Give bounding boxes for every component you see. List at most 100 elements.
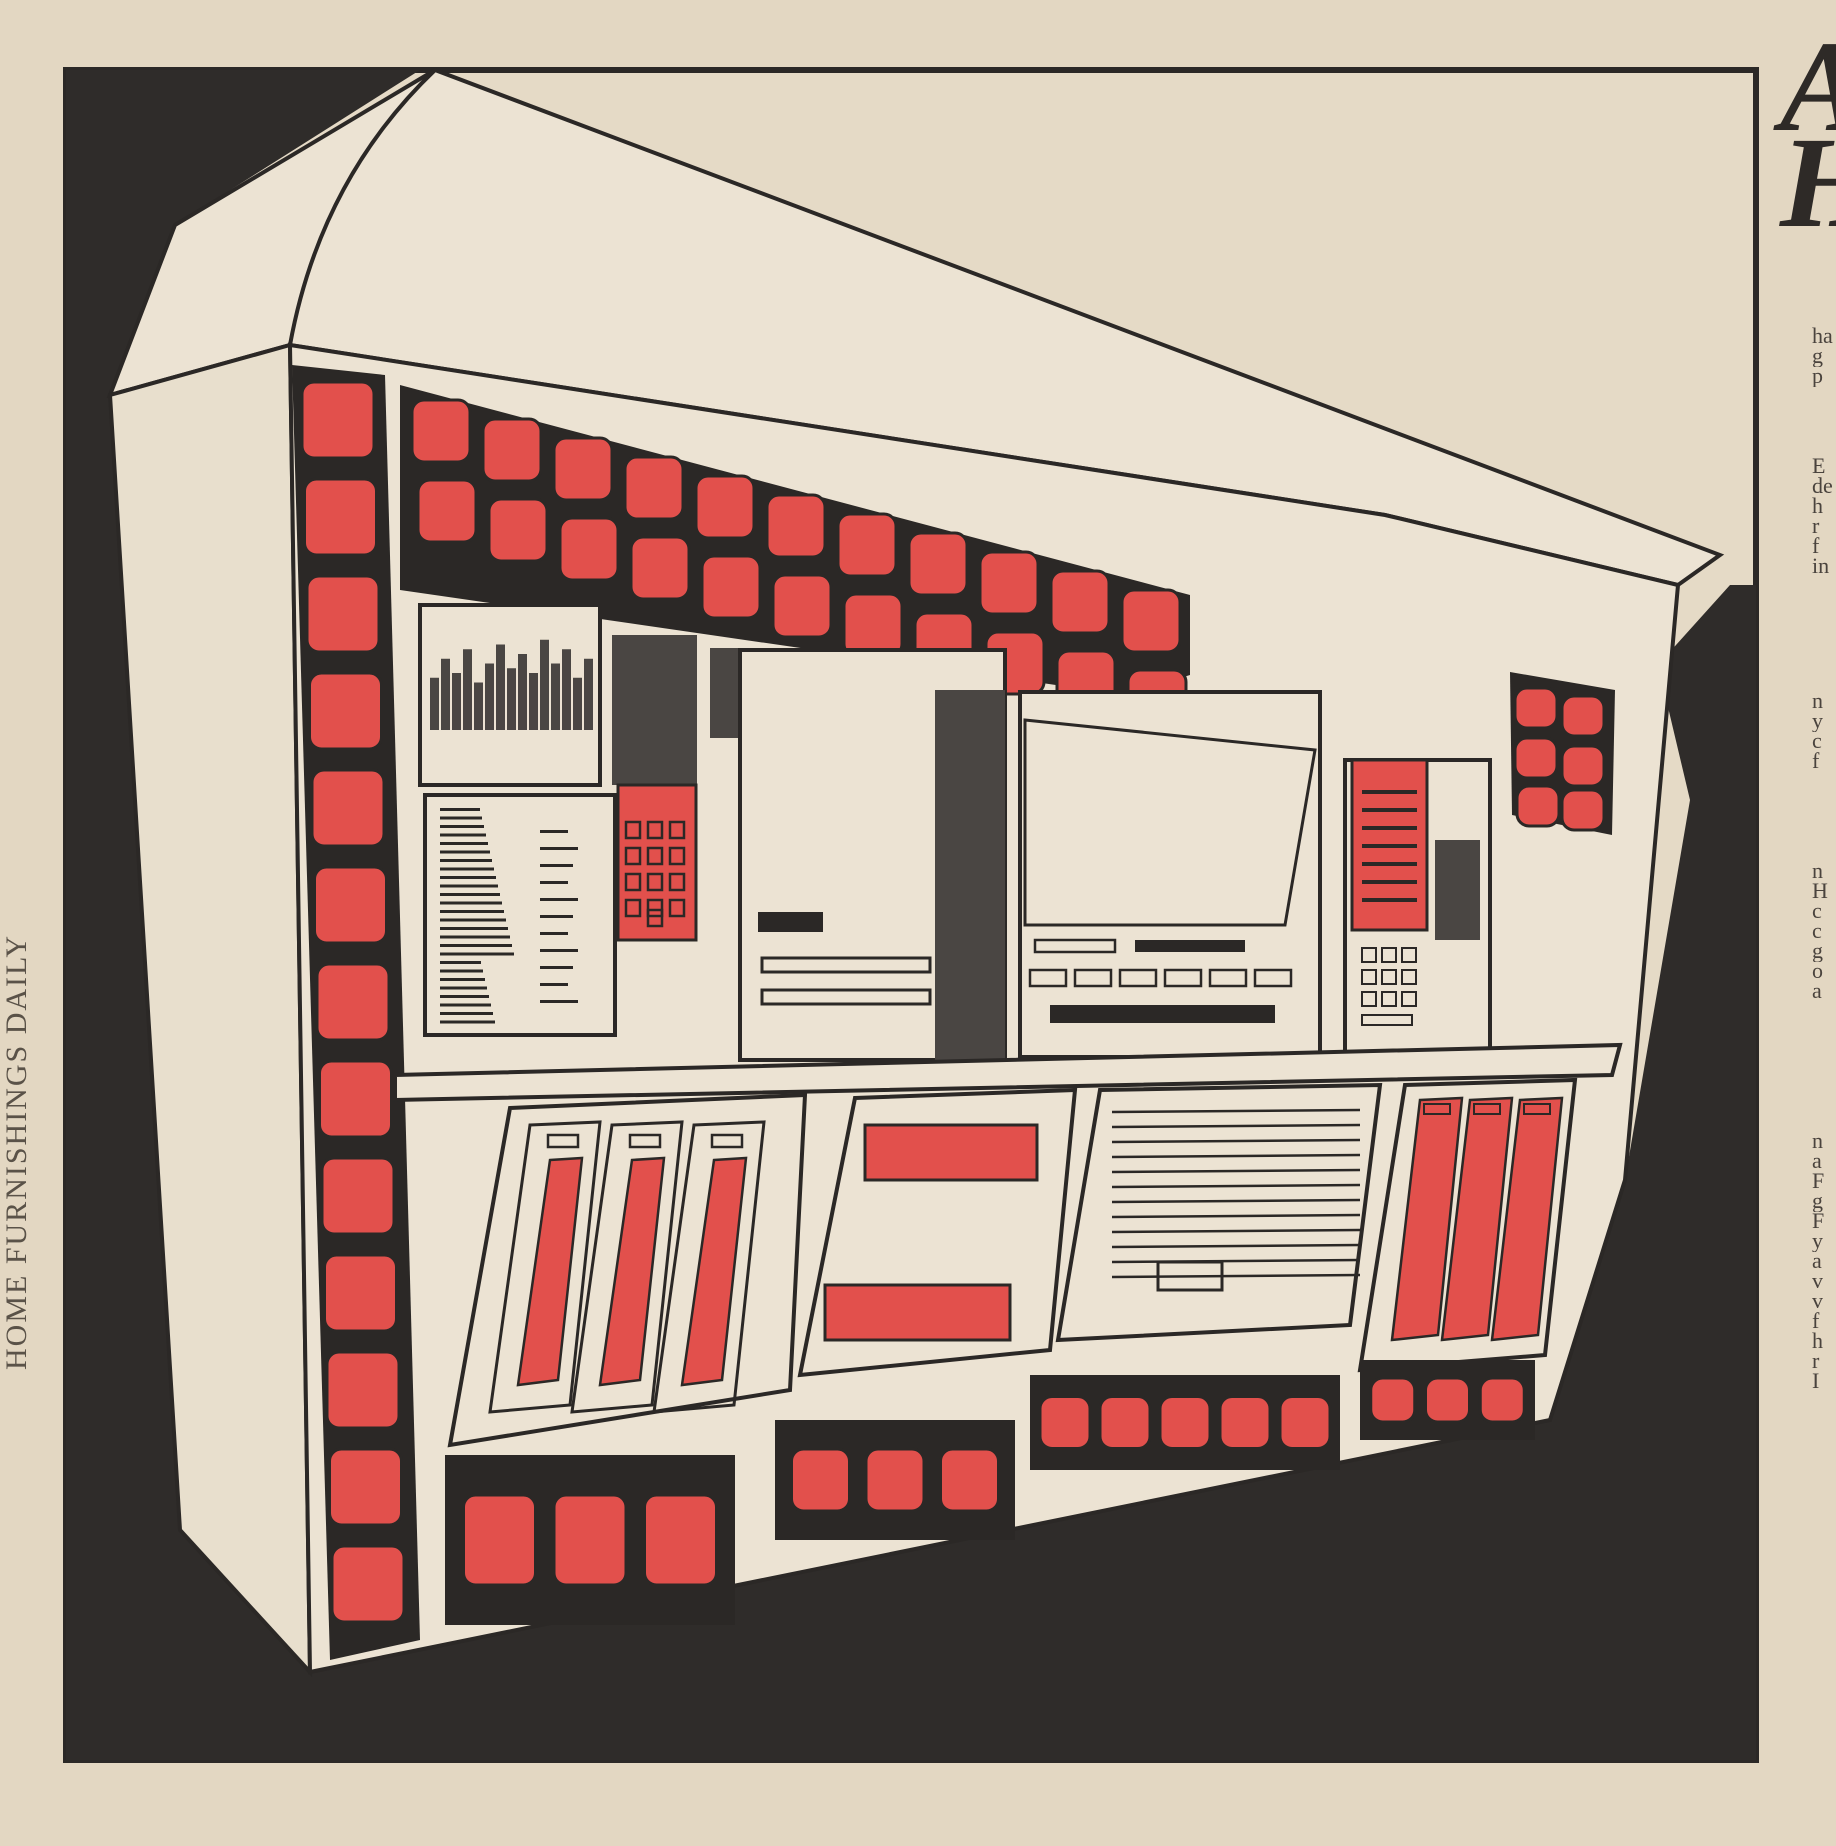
column-fragment: y [1812, 1230, 1823, 1252]
column-fragment: v [1812, 1270, 1823, 1292]
equalizer-bars [430, 639, 593, 730]
grille-slats [1111, 1108, 1361, 1279]
remote-screen-line [1362, 790, 1417, 794]
bottom-light-button [864, 1447, 926, 1513]
drawer-slot-outline [652, 1120, 766, 1414]
top-light-button [629, 535, 691, 601]
column-fragment: f [1812, 535, 1820, 557]
right-drawer-tab [1523, 1103, 1551, 1115]
text-line-left [440, 952, 514, 956]
equalizer-bar [518, 654, 527, 730]
remote-key [1361, 991, 1377, 1007]
remote-keypad [1361, 790, 1417, 1026]
grille-slat [1111, 1228, 1361, 1234]
right-drawer-slot [1490, 1096, 1564, 1342]
top-light-button [978, 550, 1040, 616]
right-light-button [1513, 686, 1559, 730]
column-fragment: de [1812, 475, 1833, 497]
remote-screen-line [1362, 844, 1417, 848]
grille-slat [1111, 1213, 1361, 1219]
left-light-button [308, 671, 383, 751]
remote-screen-line [1362, 898, 1417, 902]
text-line-left [440, 910, 504, 913]
remote-key [1361, 969, 1377, 985]
equalizer-bar [551, 663, 560, 730]
right-light-button [1560, 788, 1606, 832]
left-drawer-slots [488, 1120, 766, 1414]
headline-fragment-2: H [1780, 118, 1836, 248]
right-light-cluster-buttons [1513, 686, 1606, 832]
keypad-key [646, 908, 664, 928]
text-line-left [440, 995, 489, 998]
text-line-left [440, 944, 512, 947]
drawer-slot-red [598, 1156, 666, 1387]
text-line-left [440, 978, 485, 981]
remote-key [1361, 1014, 1413, 1026]
equalizer-bar [452, 673, 461, 730]
equalizer-bar [562, 649, 571, 730]
text-line-left [440, 825, 484, 828]
grille-slat [1111, 1153, 1361, 1159]
text-line-left [440, 935, 510, 939]
text-line-right [540, 898, 578, 901]
bottom-light-button [1098, 1395, 1152, 1450]
column-fragment: n [1812, 1130, 1823, 1152]
keypad-key [646, 872, 664, 892]
bottom-light-button [1158, 1395, 1212, 1450]
equalizer-bar [474, 682, 483, 730]
column-fragment: I [1812, 1370, 1820, 1392]
right-drawer-slot [1440, 1096, 1514, 1342]
terminal-keyboard [1028, 938, 1293, 1023]
bottom-light-button [790, 1447, 851, 1513]
text-line-right [540, 915, 573, 918]
text-line-left [440, 850, 490, 854]
terminal-key [1073, 968, 1113, 988]
text-line-left [440, 918, 506, 922]
text-line-right [540, 864, 573, 867]
grille-handle [1156, 1260, 1224, 1292]
equalizer-bar [540, 639, 549, 730]
drawer-unit-grille [1055, 1082, 1383, 1343]
column-fragment: n [1812, 860, 1823, 882]
bottom-light-button [462, 1493, 537, 1587]
video-slot-2 [760, 956, 932, 974]
remote-screen-line [1362, 880, 1417, 884]
column-fragment: g [1812, 1190, 1823, 1212]
top-light-button [552, 436, 614, 502]
column-fragment: c [1812, 900, 1822, 922]
column-fragment: h [1812, 1330, 1823, 1352]
left-light-button [318, 1059, 393, 1139]
text-line-right [540, 830, 568, 833]
drawer-label-tab [710, 1133, 744, 1149]
keypad-key [668, 846, 686, 866]
grille-slat [1111, 1258, 1361, 1264]
column-fragment: ha [1812, 325, 1833, 347]
text-line-right [540, 949, 578, 952]
remote-key [1401, 991, 1417, 1007]
terminal-key [1163, 968, 1203, 988]
terminal-screen [1023, 718, 1317, 927]
column-fragment: E [1812, 455, 1826, 477]
column-fragment: n [1812, 690, 1823, 712]
column-fragment: h [1812, 495, 1823, 517]
equalizer-bar [507, 668, 516, 730]
terminal-spacebar [1050, 1005, 1275, 1023]
column-fragment: f [1812, 750, 1820, 772]
grille-slat [1111, 1138, 1361, 1144]
column-fragment: a [1812, 980, 1822, 1002]
column-fragment: y [1812, 710, 1823, 732]
grille-slat [1111, 1168, 1361, 1174]
left-light-button [310, 768, 386, 848]
column-fragment: g [1812, 345, 1823, 367]
bottom-light-button [1369, 1376, 1417, 1424]
right-drawer-tab [1473, 1103, 1501, 1115]
column-fragment: r [1812, 515, 1820, 537]
text-line-right [540, 881, 568, 884]
equalizer-bar [584, 658, 593, 730]
remote-dark-box [1435, 840, 1480, 940]
text-line-left [440, 893, 500, 896]
remote-key [1381, 991, 1397, 1007]
text-line-left [440, 867, 494, 871]
remote-key [1361, 947, 1377, 963]
text-line-left [440, 808, 480, 811]
